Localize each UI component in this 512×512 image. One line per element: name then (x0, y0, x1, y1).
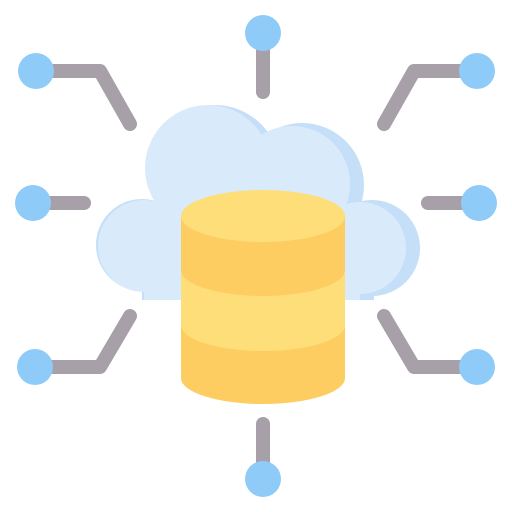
node-left (15, 185, 51, 221)
node-bottom-left (17, 349, 53, 385)
connector-bottom-left (29, 309, 137, 374)
database-icon (181, 190, 345, 404)
node-top-left (18, 53, 54, 89)
node-bottom-right (459, 349, 495, 385)
connector-bottom-right (377, 309, 484, 374)
node-top (245, 15, 281, 51)
db-top-lid (181, 190, 345, 242)
node-top-right (459, 53, 495, 89)
network-nodes (15, 15, 497, 497)
node-right (461, 185, 497, 221)
connector-top-right (377, 64, 483, 131)
node-bottom (245, 461, 281, 497)
connector-top-left (31, 64, 137, 131)
